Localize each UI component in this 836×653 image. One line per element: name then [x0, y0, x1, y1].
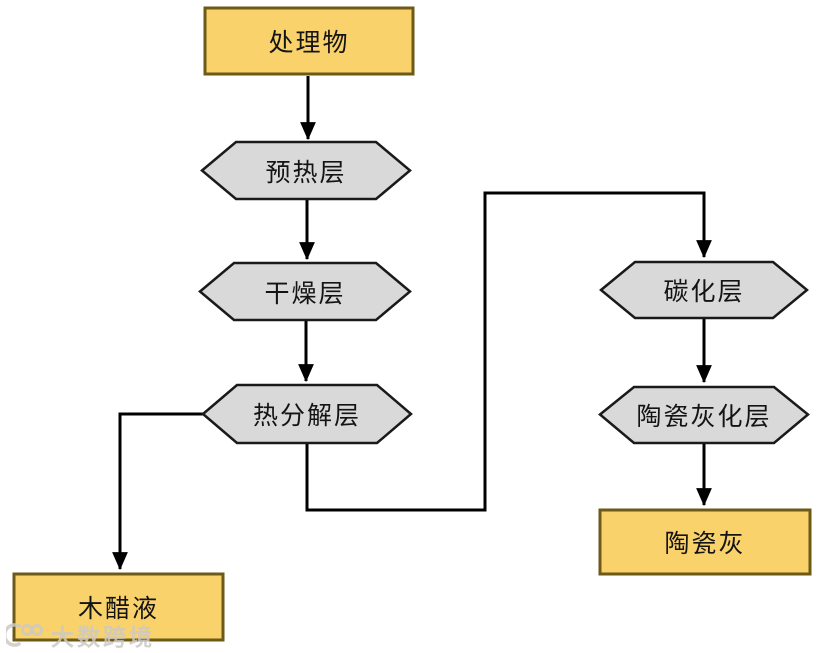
node-ganzaoceng-hexagon [198, 261, 412, 322]
edge-refenjieceng-to-tanhuaceng [305, 191, 712, 512]
node-tanhuaceng-hexagon [599, 260, 809, 320]
edge-refenjieceng-to-mucuye [112, 412, 203, 571]
node-chuliwu-box [203, 6, 415, 76]
node-taocihui-box [598, 508, 812, 576]
node-mucuye-box [12, 572, 225, 642]
node-refenjieceng-hexagon [201, 383, 413, 445]
node-taocihuihuaceng-hexagon [598, 385, 810, 445]
node-yureceng-hexagon [200, 140, 412, 201]
